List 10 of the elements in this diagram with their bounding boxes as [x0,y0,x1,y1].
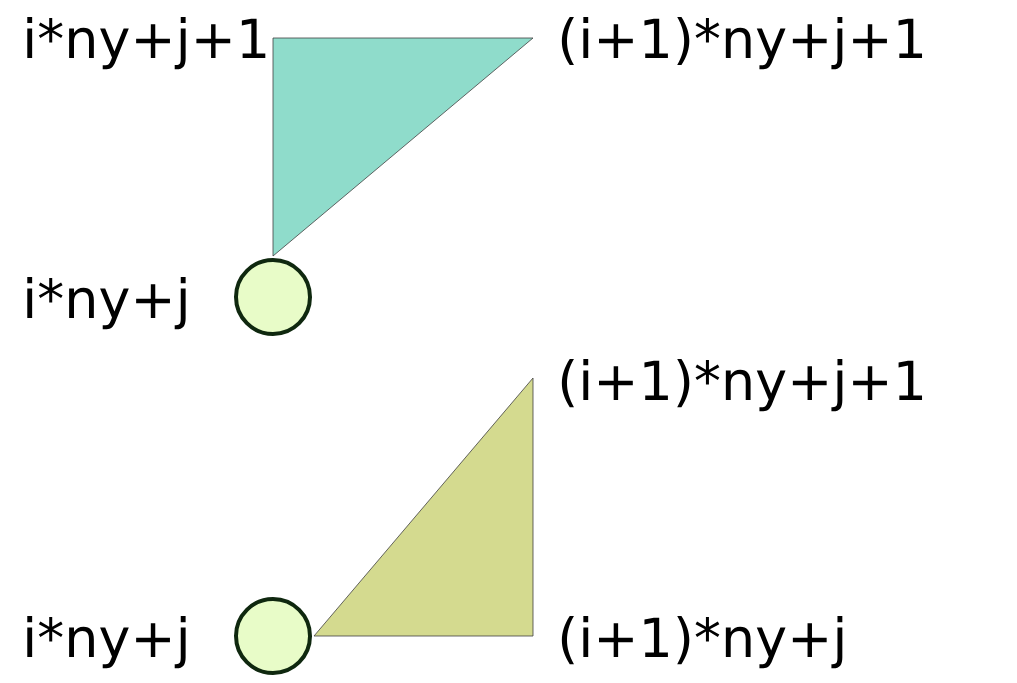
vertex-label: i*ny+j [27,616,186,669]
circle-marker [234,258,312,336]
vertex-label: (i+1)*ny+j+1 [561,16,923,70]
vertex-label: (i+1)*ny+j+1 [561,359,923,412]
triangle [313,377,534,637]
vertex-label: i*ny+j [27,277,186,330]
vertex-label: i*ny+j+1 [27,16,266,70]
vertex-label: (i+1)*ny+j [561,616,843,669]
circle-marker [234,597,312,675]
triangle [272,37,534,257]
